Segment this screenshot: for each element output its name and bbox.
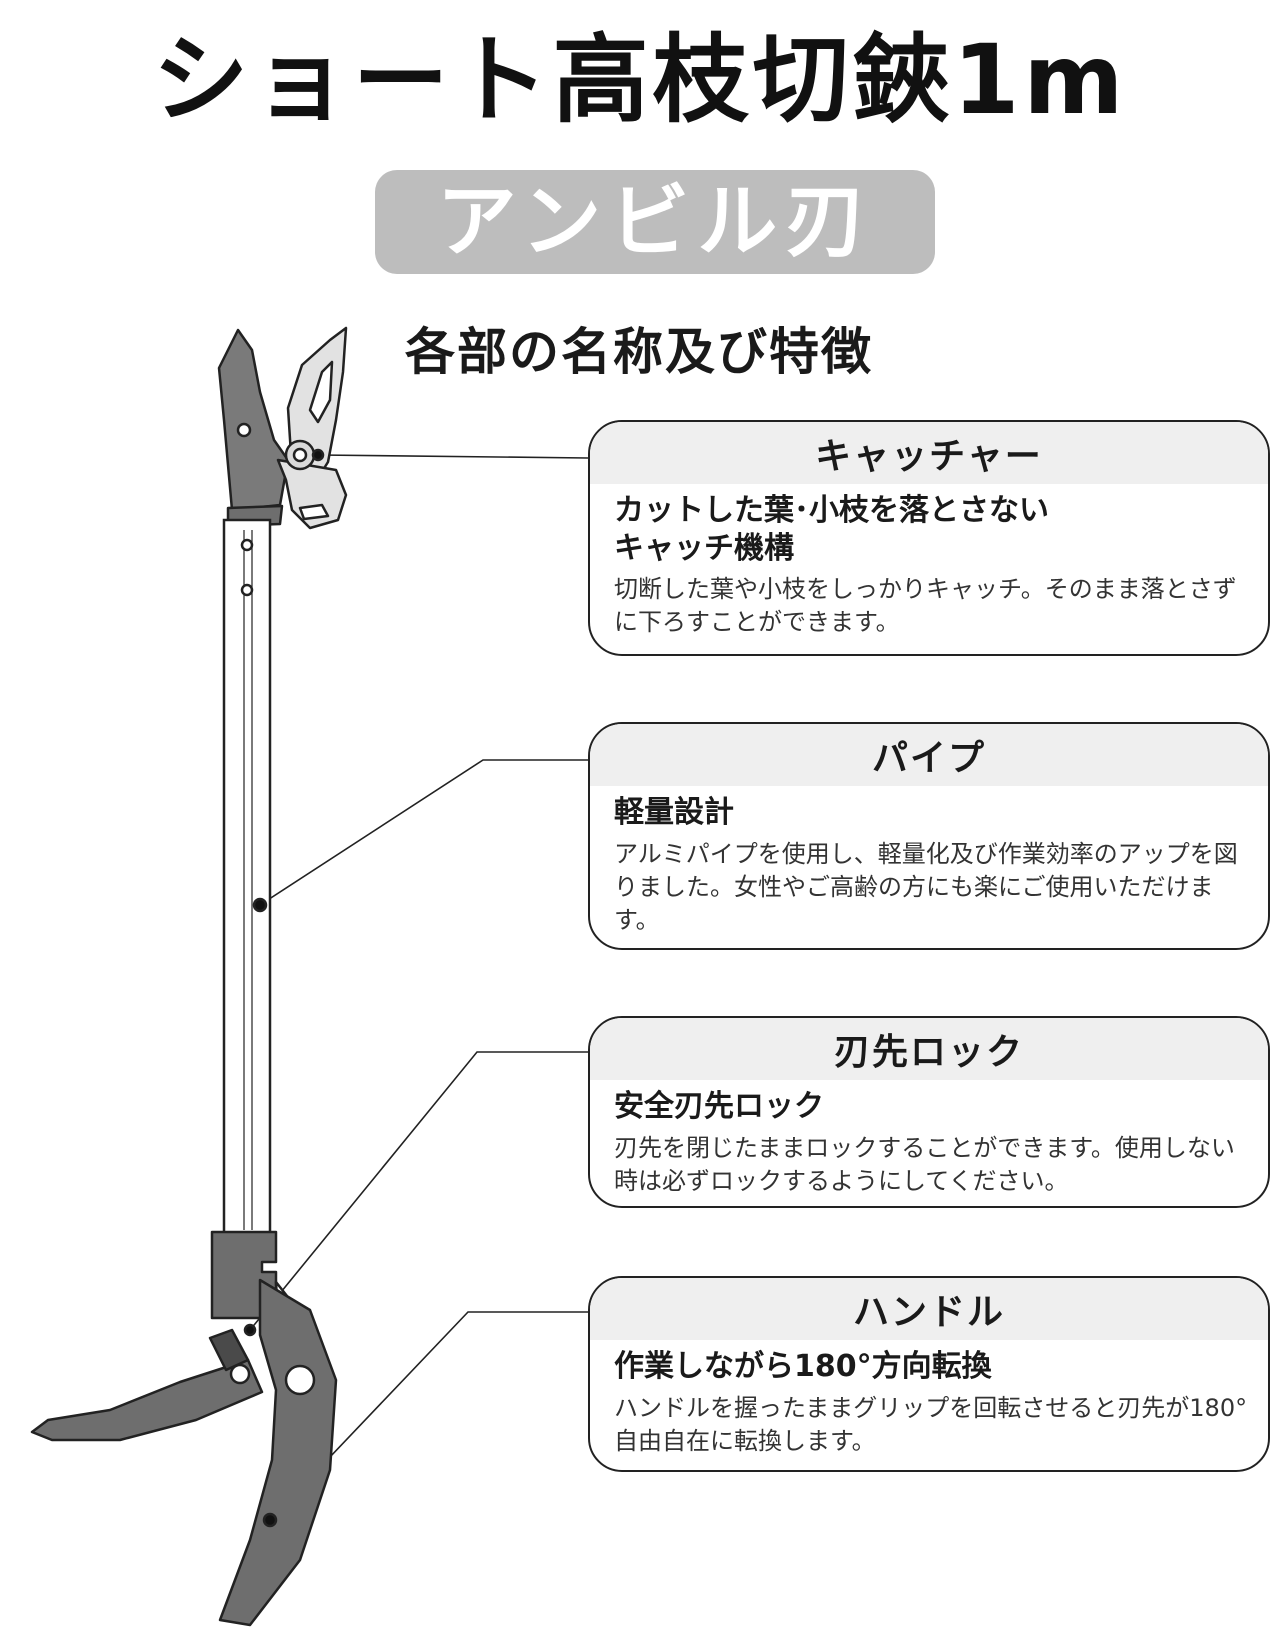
feature-headline-line: 安全刃先ロック [614, 1089, 824, 1124]
callout-line-lock [249, 1051, 588, 1331]
lower-handle [218, 1278, 338, 1627]
feature-name: キャッチャー [815, 436, 1043, 477]
blade-type-label: アンビル刃 [436, 175, 874, 268]
feature-box-header: 刃先ロック [590, 1018, 1268, 1080]
blade-type-badge: アンビル刃 [375, 170, 935, 274]
feature-box-pipe: パイプ 軽量設計 アルミパイプを使用し、軽量化及び作業効率のアップを図りました。… [588, 722, 1270, 950]
callout-line-pipe [259, 759, 588, 906]
feature-headline: カットした葉･小枝を落とさない キャッチ機構 [614, 492, 1248, 567]
pruner-head [217, 326, 348, 530]
feature-description: 切断した葉や小枝をしっかりキャッチ。そのまま落とさずに下ろすことができます。 [614, 575, 1237, 637]
catcher-slot [298, 503, 330, 521]
feature-box-header: キャッチャー [590, 422, 1268, 484]
feature-box-header: ハンドル [590, 1278, 1268, 1340]
catcher-pointer-dot [311, 448, 325, 462]
section-heading: 各部の名称及び特徴 [405, 323, 873, 381]
lock-lever [208, 1328, 250, 1372]
feature-box-header: パイプ [590, 724, 1268, 786]
feature-box-blade-lock: 刃先ロック 安全刃先ロック 刃先を閉じたままロックすることができます。使用しない… [588, 1016, 1270, 1208]
feature-body: 軽量設計 アルミパイプを使用し、軽量化及び作業効率のアップを図りました。女性やご… [590, 786, 1268, 937]
feature-box-handle: ハンドル 作業しながら180°方向転換 ハンドルを握ったままグリップを回転させる… [588, 1276, 1270, 1472]
handle-assembly [30, 1230, 338, 1627]
feature-description: ハンドルを握ったままグリップを回転させると刃先が180°自由自在に転換します。 [614, 1393, 1248, 1455]
pipe-rivet-1 [240, 538, 254, 552]
feature-headline: 軽量設計 [614, 794, 1248, 832]
handle-pointer-dot [262, 1512, 278, 1528]
feature-headline: 安全刃先ロック [614, 1088, 1248, 1126]
catcher-plate [276, 458, 348, 530]
pipe-pointer-dot [252, 897, 268, 913]
feature-name: パイプ [871, 738, 986, 779]
callout-line-catcher [317, 454, 589, 459]
pipe-outer [222, 518, 272, 1242]
handle-bolt [229, 1363, 251, 1385]
feature-body: 作業しながら180°方向転換 ハンドルを握ったままグリップを回転させると刃先が1… [590, 1340, 1268, 1458]
feature-name: ハンドル [852, 1292, 1005, 1333]
anvil-jaw [217, 328, 290, 512]
feature-headline: 作業しながら180°方向転換 [614, 1348, 1248, 1386]
pivot-bolt-center [292, 447, 308, 463]
feature-body: カットした葉･小枝を落とさない キャッチ機構 切断した葉や小枝をしっかりキャッチ… [590, 484, 1268, 639]
feature-description: アルミパイプを使用し、軽量化及び作業効率のアップを図りました。女性やご高齢の方に… [614, 839, 1238, 934]
feature-headline-line: 作業しながら180°方向転換 [614, 1349, 992, 1384]
head-rivet [236, 422, 252, 438]
upper-handle [30, 1358, 264, 1442]
product-title: ショート高枝切鋏1m [152, 24, 1128, 136]
feature-name: 刃先ロック [833, 1032, 1024, 1073]
feature-headline-line: カットした葉･小枝を落とさない [614, 493, 1049, 528]
feature-box-catcher: キャッチャー カットした葉･小枝を落とさない キャッチ機構 切断した葉や小枝をし… [588, 420, 1270, 656]
callout-line-handle [269, 1311, 588, 1521]
feature-headline-line: 軽量設計 [614, 795, 734, 830]
feature-description: 刃先を閉じたままロックすることができます。使用しない時は必ずロックするようにして… [614, 1133, 1235, 1195]
pipe [222, 518, 272, 1242]
feature-body: 安全刃先ロック 刃先を閉じたままロックすることができます。使用しない時は必ずロッ… [590, 1080, 1268, 1198]
pipe-rivet-2 [240, 583, 254, 597]
lock-pointer-dot [243, 1323, 257, 1337]
callout-lines [249, 454, 589, 1521]
blade-window [308, 360, 334, 424]
handle-hole [284, 1364, 316, 1396]
feature-headline-line: キャッチ機構 [614, 530, 794, 566]
